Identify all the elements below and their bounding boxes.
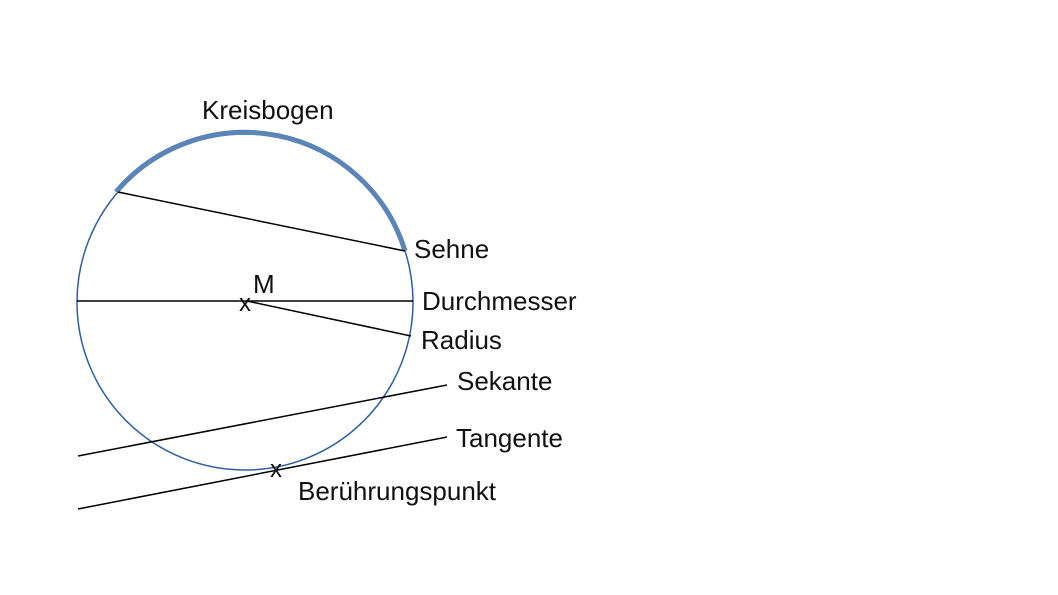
touch-point-mark: x [270,456,282,483]
label-sehne: Sehne [414,234,489,264]
center-mark: x [239,290,251,317]
kreisbogen-arc [114,129,408,252]
label-sekante: Sekante [457,366,552,396]
label-durchmesser: Durchmesser [422,286,577,316]
radius-line [246,300,412,337]
sehne-line [117,191,406,252]
label-mittelpunkt: M [253,269,275,299]
label-beruehrungspunkt: Berührungspunkt [298,476,497,506]
tangente-line [77,436,448,510]
label-radius: Radius [421,325,502,355]
label-tangente: Tangente [456,423,563,453]
label-kreisbogen: Kreisbogen [202,95,334,125]
sekante-line [77,384,448,457]
